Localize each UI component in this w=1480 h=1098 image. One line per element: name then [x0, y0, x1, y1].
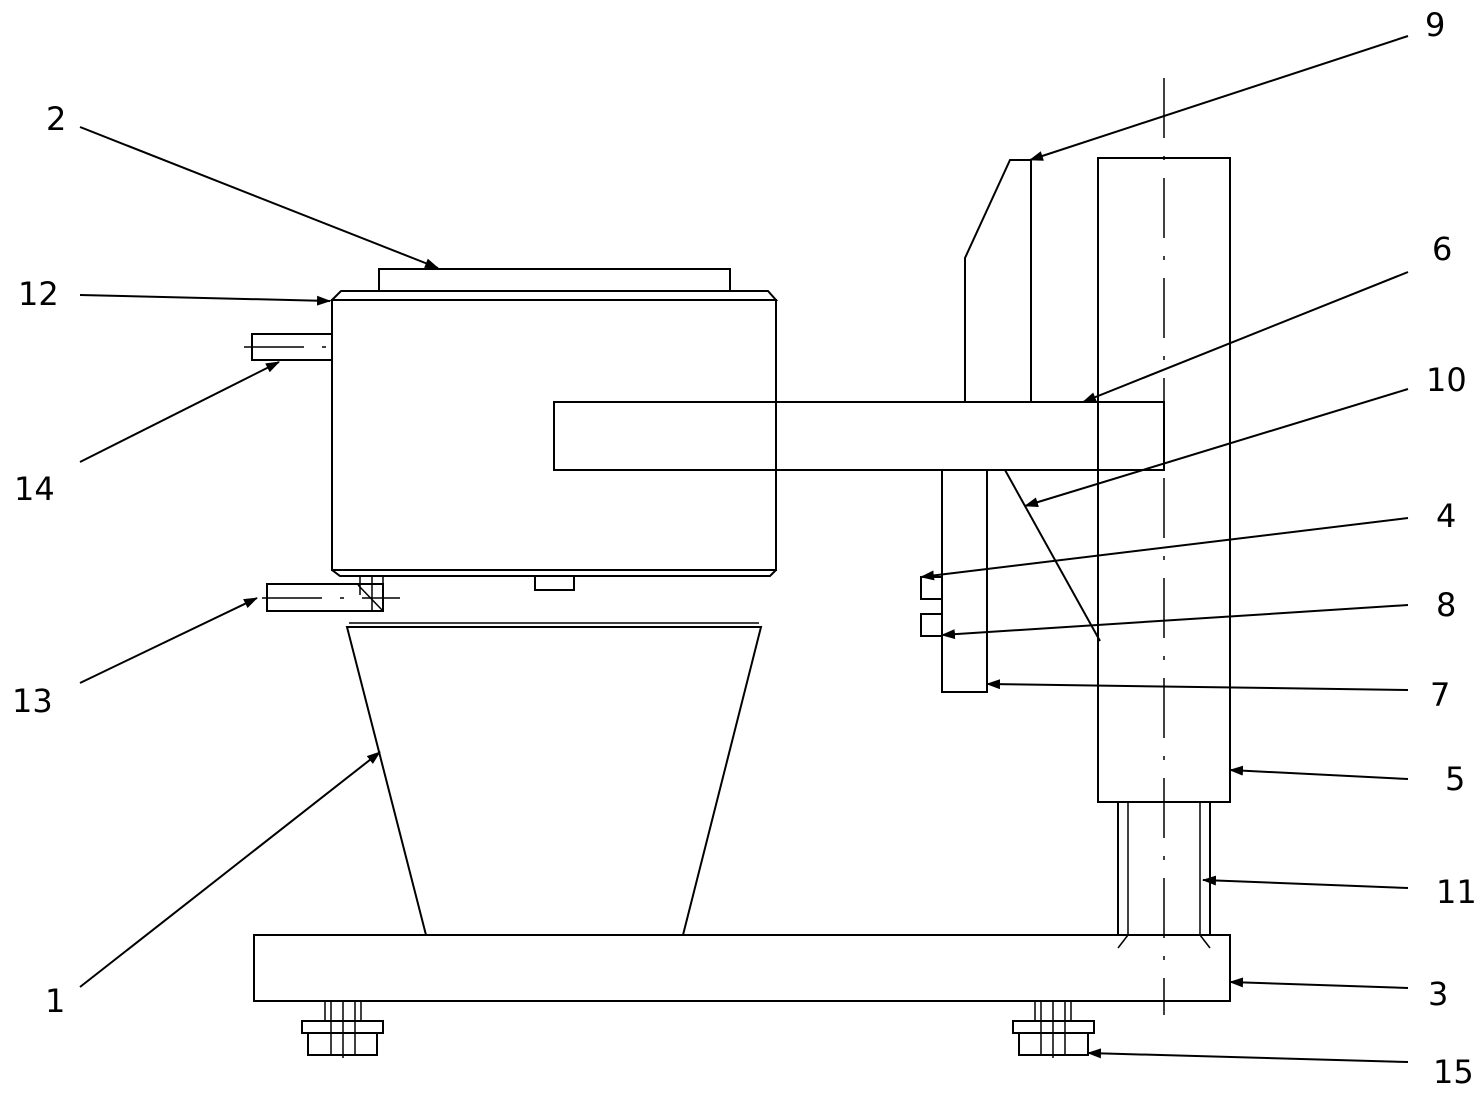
bottom-stub	[534, 575, 575, 591]
leader-4	[920, 517, 1409, 581]
diagonal-strut	[1004, 469, 1101, 642]
label-15: 15	[1433, 1053, 1474, 1091]
leader-10	[1024, 388, 1409, 507]
label-8: 8	[1436, 586, 1456, 624]
top-rim	[329, 290, 779, 301]
leader-14	[79, 361, 280, 463]
leader-3	[1229, 977, 1409, 989]
foot-right	[1012, 1000, 1095, 1058]
leader-13	[79, 597, 258, 684]
horizontal-arm	[553, 401, 1165, 471]
label-10: 10	[1426, 361, 1467, 399]
hopper	[345, 626, 763, 936]
label-14: 14	[14, 470, 55, 508]
label-6: 6	[1432, 230, 1452, 268]
leader-7	[986, 679, 1409, 691]
label-11: 11	[1436, 873, 1477, 911]
leader-1	[79, 751, 381, 988]
main-housing	[331, 299, 777, 571]
leader-6	[1082, 271, 1409, 403]
leader-9	[1029, 35, 1409, 161]
base-plate	[253, 934, 1231, 1002]
top-plate	[378, 268, 731, 292]
label-3: 3	[1428, 975, 1448, 1013]
column-support	[1117, 802, 1211, 949]
leader-12	[79, 294, 331, 306]
label-1: 1	[45, 982, 65, 1020]
leader-2	[79, 126, 439, 269]
sensor-block-8	[920, 613, 943, 637]
label-13: 13	[12, 682, 53, 720]
label-7: 7	[1430, 676, 1450, 714]
leader-5	[1229, 765, 1409, 780]
label-12: 12	[18, 275, 59, 313]
label-9: 9	[1425, 6, 1445, 44]
label-4: 4	[1436, 497, 1456, 535]
label-2: 2	[46, 100, 66, 138]
vertical-bracket	[941, 469, 988, 693]
discharge-diagonal	[357, 584, 384, 612]
leader-8	[941, 604, 1409, 640]
leader-11	[1202, 875, 1409, 889]
label-5: 5	[1445, 760, 1465, 798]
sensor-block-4	[920, 576, 943, 600]
foot-left	[301, 1000, 384, 1058]
angled-guard	[964, 159, 1032, 402]
leader-15	[1087, 1048, 1409, 1063]
